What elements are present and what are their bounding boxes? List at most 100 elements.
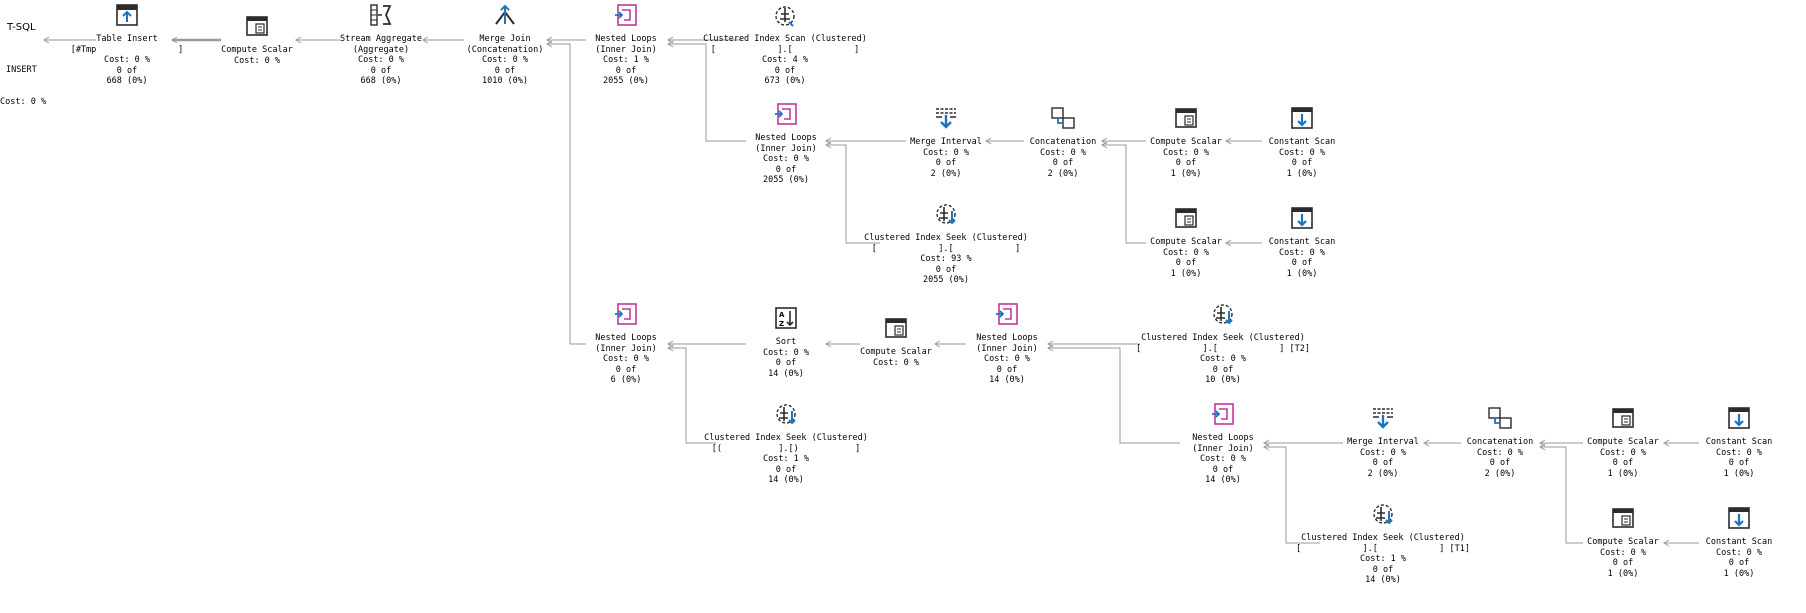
plan-edge bbox=[1048, 347, 1180, 444]
operator-line: 0 of bbox=[1728, 458, 1750, 468]
compute-scalar-icon[interactable] bbox=[244, 13, 270, 39]
operator-line: 1 (0%) bbox=[1723, 568, 1755, 579]
edge-arrow bbox=[171, 36, 178, 44]
stream-aggregate-icon[interactable] bbox=[368, 2, 394, 28]
operator-line: Clustered Index Seek (Clustered) bbox=[1141, 333, 1305, 343]
operator-line: (Inner Join) bbox=[755, 143, 817, 154]
compute-scalar-icon[interactable] bbox=[1173, 205, 1199, 231]
edge-arrow bbox=[985, 137, 992, 145]
operator-line: Cost: 0 % bbox=[983, 354, 1031, 364]
nested-loops-icon[interactable] bbox=[613, 2, 639, 28]
edge-arrow bbox=[825, 340, 832, 348]
merge-join-icon[interactable] bbox=[492, 2, 518, 28]
stream-aggregate-label: Stream Aggregate(Aggregate)Cost: 0 %0 of… bbox=[340, 34, 422, 87]
concatenation-icon[interactable] bbox=[1050, 105, 1076, 131]
operator-line: Cost: 0 % bbox=[481, 55, 529, 65]
clustered-index-seek-icon[interactable] bbox=[1210, 301, 1236, 327]
edge-arrow bbox=[1663, 539, 1670, 547]
operator-line: Cost: 93 % bbox=[920, 254, 972, 264]
constant-scan-icon[interactable] bbox=[1289, 205, 1315, 231]
operator-line: (Concatenation) bbox=[466, 44, 544, 55]
edge-arrow bbox=[825, 141, 832, 149]
operator-line: 0 of bbox=[370, 65, 392, 76]
operator-line: Merge Join bbox=[479, 34, 531, 44]
clustered-index-seek-1-label: Clustered Index Seek (Clustered)[ ].[ ]C… bbox=[864, 233, 1028, 286]
clustered-index-seek-3-label: Clustered Index Seek (Clustered)[( ].[) … bbox=[704, 433, 868, 486]
operator-line: Nested Loops bbox=[976, 333, 1038, 343]
operator-line: Cost: 0 % bbox=[602, 354, 650, 364]
operator-line: 0 of bbox=[615, 364, 637, 375]
operator-line: [ ].[ ] [T1] bbox=[1296, 543, 1470, 554]
clustered-index-seek-icon[interactable] bbox=[773, 401, 799, 427]
operator-line: Table Insert bbox=[96, 34, 158, 44]
operator-line: Clustered Index Seek (Clustered) bbox=[1301, 533, 1465, 543]
operator-line: (Inner Join) bbox=[595, 44, 657, 55]
compute-scalar-icon[interactable] bbox=[1173, 105, 1199, 131]
constant-scan-icon[interactable] bbox=[1726, 505, 1752, 531]
operator-line: Cost: 0 % bbox=[1359, 447, 1407, 458]
operator-line: 14 (0%) bbox=[989, 375, 1025, 385]
nested-loops-icon[interactable] bbox=[1210, 401, 1236, 427]
operator-line: 0 of bbox=[1612, 558, 1634, 568]
nested-loops-icon[interactable] bbox=[773, 101, 799, 127]
operator-line: 668 (0%) bbox=[106, 76, 148, 86]
operator-line: Compute Scalar bbox=[1587, 537, 1659, 547]
plan-edge bbox=[668, 347, 716, 444]
clustered-index-scan-icon[interactable] bbox=[772, 2, 798, 28]
clustered-index-seek-icon[interactable] bbox=[1370, 501, 1396, 527]
operator-line: 0 of bbox=[775, 464, 797, 475]
root-details: INSERT Cost: 0 % bbox=[0, 44, 46, 118]
plan-edge bbox=[826, 144, 880, 244]
operator-line: 0 of bbox=[615, 65, 637, 76]
clustered-index-seek-icon[interactable] bbox=[933, 201, 959, 227]
edge-arrow bbox=[667, 40, 674, 48]
nested-loops-icon[interactable] bbox=[613, 301, 639, 327]
concatenation-icon[interactable] bbox=[1487, 405, 1513, 431]
edge-arrow bbox=[1423, 439, 1430, 447]
operator-line: 14 (0%) bbox=[768, 368, 804, 379]
operator-line: 0 of bbox=[1212, 464, 1234, 475]
compute-scalar-icon[interactable] bbox=[1610, 505, 1636, 531]
operator-line: 0 of bbox=[1489, 458, 1511, 468]
constant-scan-icon[interactable] bbox=[1289, 105, 1315, 131]
edge-arrow bbox=[1101, 141, 1108, 149]
operator-line: 2 (0%) bbox=[1484, 468, 1516, 479]
operator-line: Cost: 1 % bbox=[1359, 554, 1407, 564]
operator-line: Cost: 0 % bbox=[872, 357, 920, 368]
operator-line: Nested Loops bbox=[595, 333, 657, 343]
svg-text:Z: Z bbox=[779, 320, 784, 328]
table-insert-icon[interactable] bbox=[114, 2, 140, 28]
merge-interval-icon[interactable] bbox=[1370, 405, 1396, 431]
operator-line: Constant Scan bbox=[1705, 537, 1773, 547]
operator-line: 2 (0%) bbox=[1367, 468, 1399, 479]
compute-scalar-icon[interactable] bbox=[1610, 405, 1636, 431]
operator-line: 1 (0%) bbox=[1286, 268, 1318, 279]
operator-line: 0 of bbox=[1175, 158, 1197, 168]
operator-line: 673 (0%) bbox=[764, 76, 806, 86]
operator-line: (Aggregate) bbox=[352, 44, 410, 55]
operator-line: 0 of bbox=[116, 65, 138, 76]
operator-line: 14 (0%) bbox=[768, 475, 804, 485]
operator-line: 1 (0%) bbox=[1607, 568, 1639, 579]
constant-scan-icon[interactable] bbox=[1726, 405, 1752, 431]
operator-line: Concatenation bbox=[1466, 437, 1534, 447]
operator-line: Compute Scalar bbox=[860, 347, 932, 357]
operator-line: Cost: 0 % bbox=[1162, 147, 1210, 158]
root-line: INSERT bbox=[6, 65, 37, 75]
operator-line: 668 (0%) bbox=[360, 76, 402, 86]
operator-line: Cost: 1 % bbox=[762, 454, 810, 464]
nested-loops-icon[interactable] bbox=[994, 301, 1020, 327]
compute-scalar-icon[interactable] bbox=[883, 315, 909, 341]
merge-interval-icon[interactable] bbox=[933, 105, 959, 131]
operator-line: 1 (0%) bbox=[1170, 168, 1202, 179]
